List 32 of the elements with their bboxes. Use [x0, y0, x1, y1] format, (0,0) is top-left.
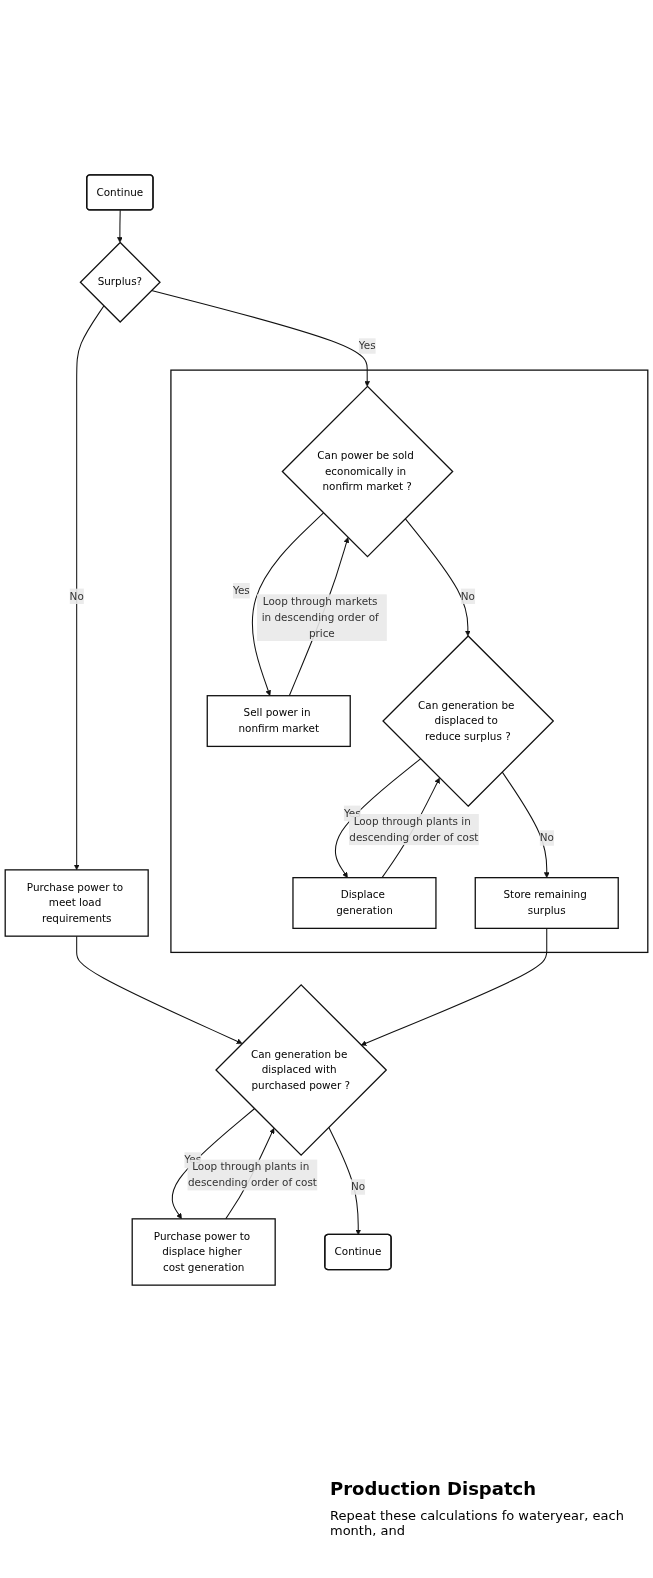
- arrow: [117, 209, 123, 243]
- cluster: [170, 369, 649, 954]
- arrow: [151, 289, 371, 387]
- edge-label: No: [69, 589, 84, 603]
- caption: Repeat these calculations fo wateryear, each month, and: [330, 1508, 625, 1538]
- node-box: Store remaining surplus: [474, 877, 619, 929]
- arrow: [73, 305, 105, 871]
- arrow: [501, 771, 550, 878]
- diagram-title: Production Dispatch: [330, 1478, 536, 1499]
- node-box: Purchase power to meet load requirements: [4, 869, 149, 937]
- node-box: Displace generation: [292, 877, 437, 929]
- node-diamond: Can power be sold economically in nonfirm market ?: [281, 385, 454, 558]
- node-box: Purchase power to displace higher cost generation: [131, 1218, 276, 1286]
- arrow: [334, 758, 421, 878]
- edge-label: Loop through markets in descending order of price: [261, 595, 379, 640]
- node-box: Sell power in nonfirm market: [206, 695, 351, 748]
- edge-label: No: [460, 589, 475, 603]
- arrow: [360, 927, 548, 1046]
- arrow: [76, 935, 243, 1044]
- node-diamond: Can generation be displaced to reduce surplus ?: [382, 635, 555, 808]
- edge-label: Yes: [232, 584, 250, 597]
- arrow: [171, 1108, 255, 1220]
- arrow: [404, 518, 471, 637]
- node-diamond: Can generation be displaced with purchased power ?: [215, 984, 388, 1157]
- edge-label: Yes: [343, 806, 361, 820]
- edge-label: No: [539, 831, 554, 844]
- edge-label: Loop through plants in descending order of cost: [349, 815, 479, 844]
- arrow: [328, 1126, 362, 1236]
- edge-label: Yes: [358, 339, 376, 352]
- arrow: [251, 512, 324, 696]
- edge-label: No: [350, 1180, 366, 1193]
- node-diamond: Surplus?: [79, 241, 161, 323]
